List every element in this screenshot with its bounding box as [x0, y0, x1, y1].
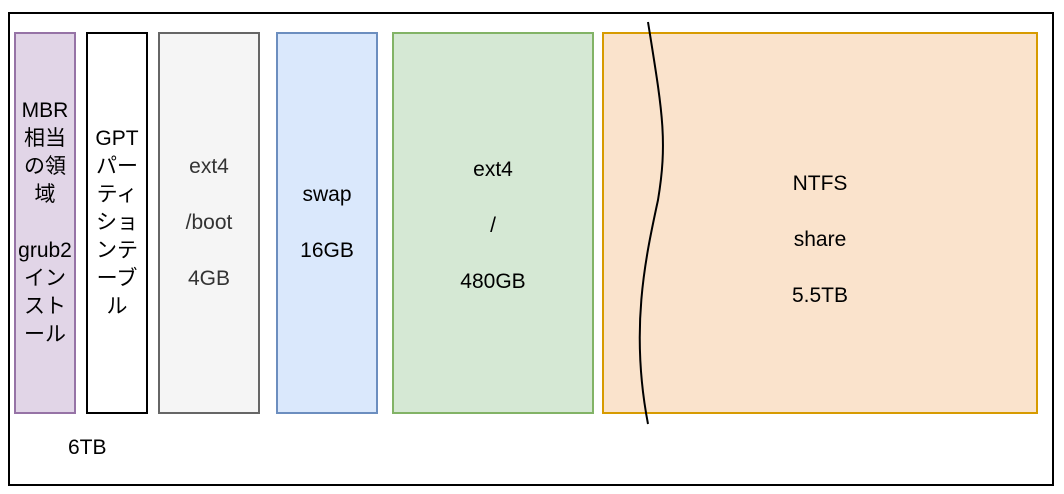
- root-fs-label: ext4: [473, 158, 513, 181]
- boot-size-label: 4GB: [187, 267, 231, 290]
- boot-partition-block: ext4 /boot 4GB: [158, 32, 260, 414]
- mbr-line: 相当: [24, 127, 66, 150]
- boot-mount-label: /boot: [185, 211, 233, 234]
- mbr-line: の領: [24, 155, 66, 178]
- gpt-line: ーブ: [96, 267, 138, 290]
- ntfs-fs-label: NTFS: [792, 172, 848, 195]
- grub-line: ール: [24, 323, 66, 346]
- gpt-line: GPT: [95, 127, 139, 150]
- ntfs-mount-label: share: [793, 228, 847, 251]
- gpt-line: ショ: [96, 211, 138, 234]
- grub-line: イン: [24, 267, 66, 290]
- gpt-line: ル: [106, 295, 128, 318]
- swap-size-label: 16GB: [300, 239, 354, 262]
- swap-partition-block: swap 16GB: [276, 32, 378, 414]
- ntfs-size-label: 5.5TB: [791, 284, 849, 307]
- ntfs-partition-block: NTFS share 5.5TB: [602, 32, 1038, 414]
- mbr-line: 域: [34, 183, 56, 206]
- mbr-region-block: MBR 相当 の領 域 grub2 イン スト ール: [14, 32, 76, 414]
- grub-line: スト: [24, 295, 66, 318]
- root-mount-label: /: [490, 214, 496, 237]
- root-size-label: 480GB: [460, 270, 526, 293]
- root-partition-block: ext4 / 480GB: [392, 32, 594, 414]
- boot-fs-label: ext4: [189, 155, 229, 178]
- gpt-line: パー: [96, 155, 138, 178]
- mbr-line: MBR: [21, 99, 69, 122]
- disk-total-label: 6TB: [68, 436, 107, 459]
- swap-fs-label: swap: [302, 183, 352, 206]
- gpt-table-block: GPT パー ティ ショ ンテ ーブ ル: [86, 32, 148, 414]
- grub-line: grub2: [18, 239, 72, 262]
- gpt-line: ティ: [96, 183, 138, 206]
- gpt-line: ンテ: [96, 239, 138, 262]
- disk-outline: [8, 12, 1054, 486]
